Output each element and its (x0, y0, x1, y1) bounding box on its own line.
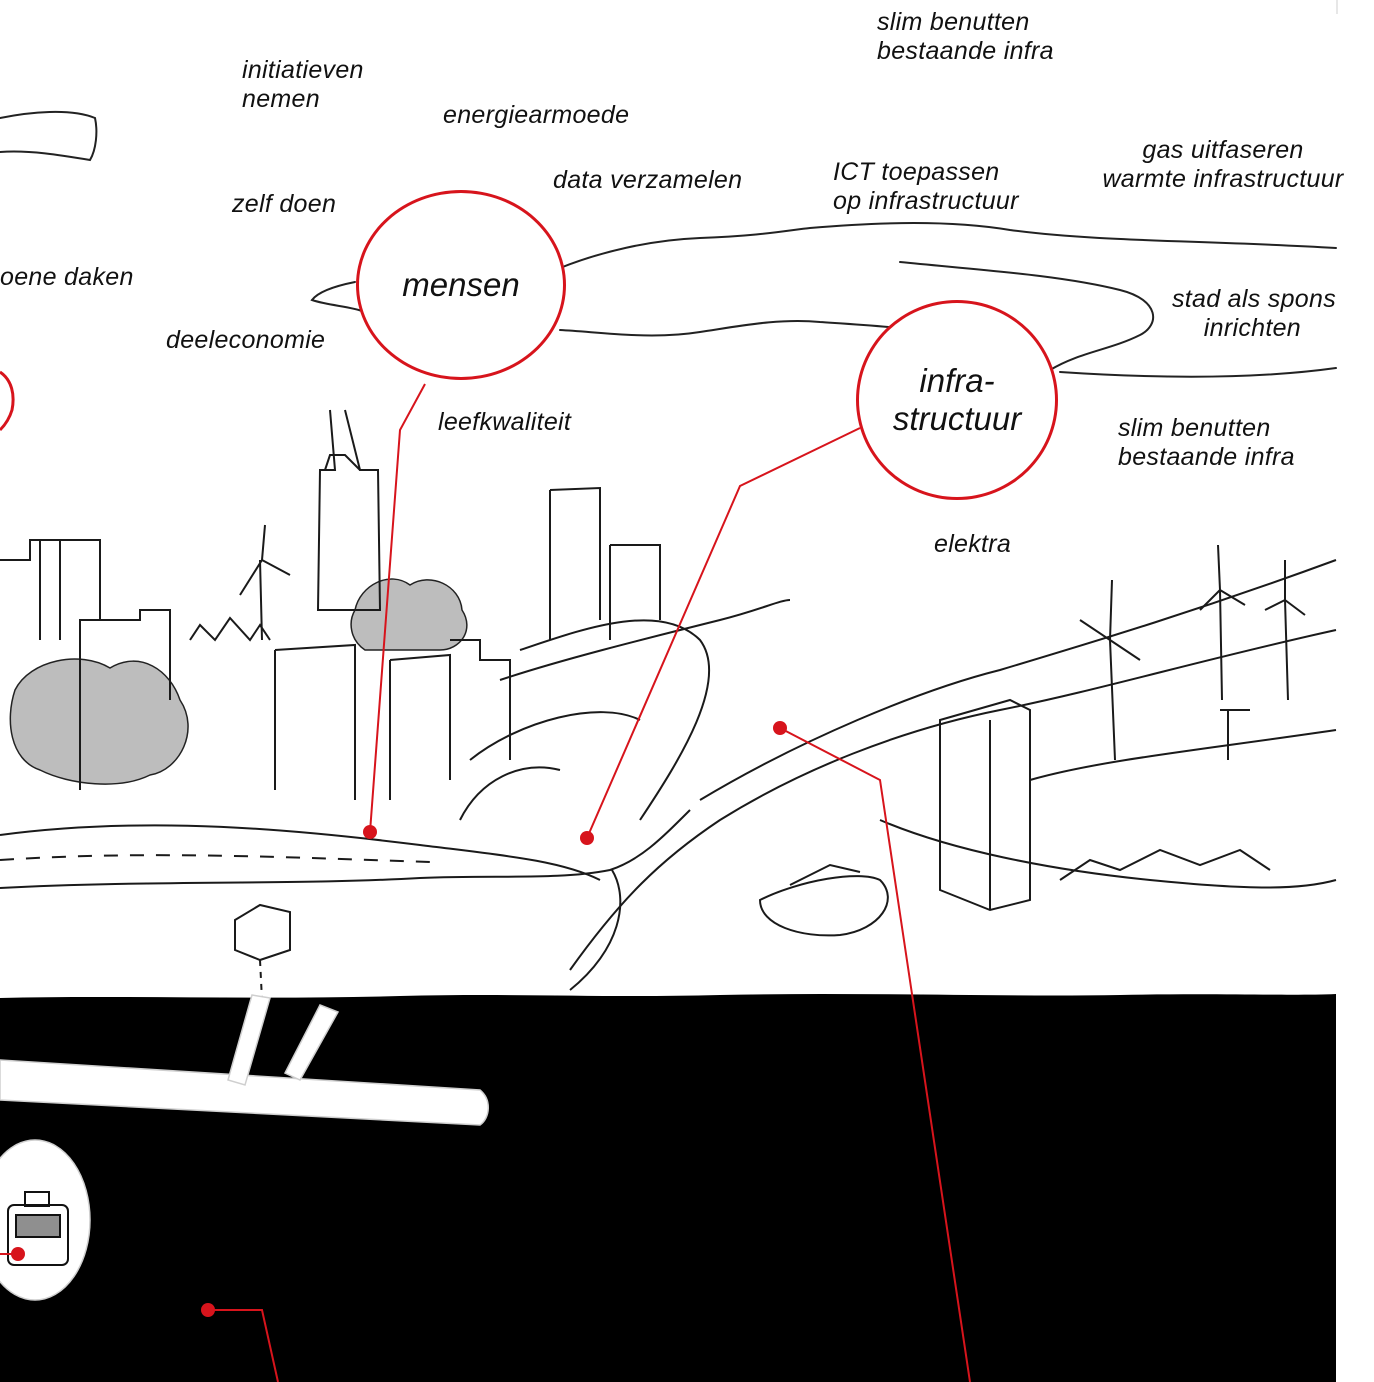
label-deeleconomie: deeleconomie (166, 326, 325, 355)
label-initiatieven-nemen: initiatieven nemen (242, 56, 364, 114)
circle-mensen-label: mensen (402, 266, 519, 304)
label-zelf-doen: zelf doen (232, 190, 336, 219)
circle-mensen: mensen (356, 190, 566, 380)
label-data-verzamelen: data verzamelen (553, 166, 742, 195)
label-groene-daken: oene daken (0, 263, 134, 292)
tree-foliage (10, 579, 467, 784)
label-stad-als-spons: stad als spons inrichten (1120, 285, 1336, 343)
underground (0, 994, 1336, 1382)
circle-infra-line1: infra- (893, 362, 1021, 400)
label-energiearmoede: energiearmoede (443, 101, 629, 130)
circle-infra-line2: structuur (893, 400, 1021, 438)
label-ict-toepassen: ICT toepassen op infrastructuur (833, 158, 1019, 216)
label-elektra: elektra (934, 530, 1011, 559)
partial-circle-left (0, 372, 13, 430)
label-slim-benutten-mid: slim benutten bestaande infra (1118, 414, 1295, 472)
circle-infrastructuur: infra- structuur (856, 300, 1058, 500)
kiosk-sketch (235, 905, 290, 1000)
label-gas-uitfaseren: gas uitfaseren warmte infrastructuur (1082, 136, 1364, 194)
label-leefkwaliteit: leefkwaliteit (438, 408, 571, 437)
label-slim-benutten-top: slim benutten bestaande infra (877, 8, 1054, 66)
